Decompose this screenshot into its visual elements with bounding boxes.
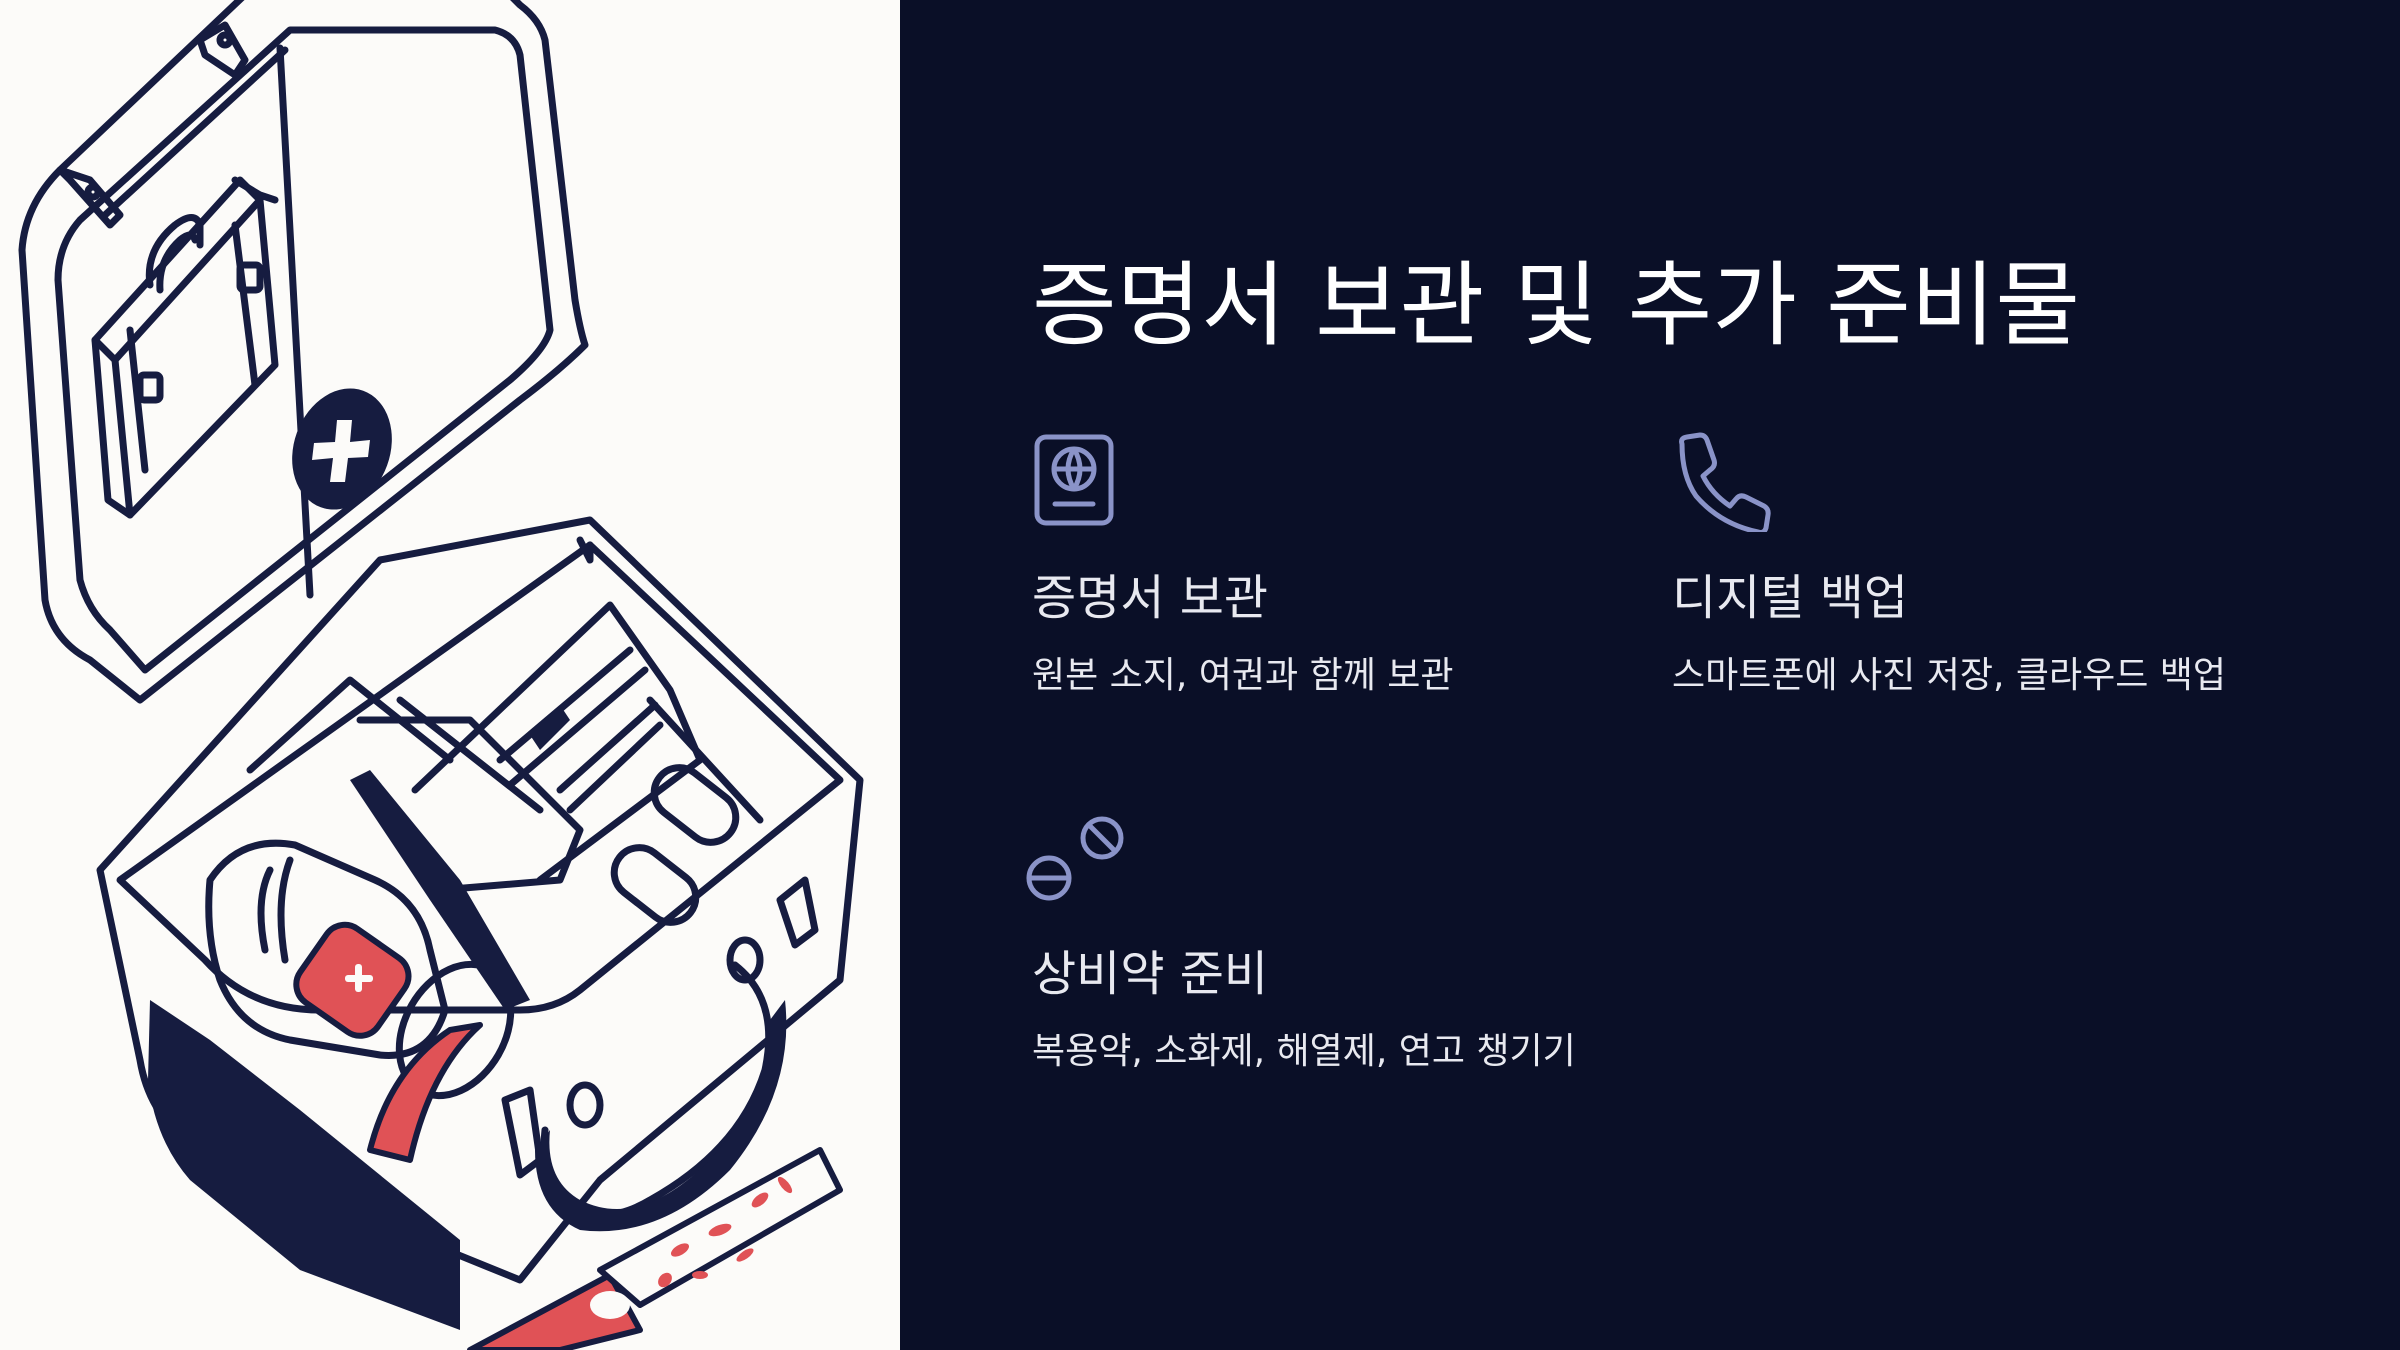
card-heading: 증명서 보관 <box>1032 570 1269 626</box>
slide-title: 증명서 보관 및 추가 준비물 <box>1032 252 2081 359</box>
phone-icon <box>1679 432 1771 532</box>
card-heading: 상비약 준비 <box>1032 946 1269 1002</box>
first-aid-kit-illustration <box>18 0 864 1350</box>
card-heading: 디지털 백업 <box>1672 570 1909 626</box>
passport-icon <box>1034 434 1114 526</box>
illustration-panel <box>0 0 900 1350</box>
card-text: 복용약, 소화제, 해열제, 연고 챙기기 <box>1032 1031 1576 1072</box>
card-text: 원본 소지, 여권과 함께 보관 <box>1032 655 1454 696</box>
card-text: 스마트폰에 사진 저장, 클라우드 백업 <box>1672 655 2227 696</box>
content-panel: 증명서 보관 및 추가 준비물 증명서 보관 원본 소지, 여권과 함께 보관 … <box>900 0 2400 1350</box>
pills-icon <box>1026 816 1124 901</box>
